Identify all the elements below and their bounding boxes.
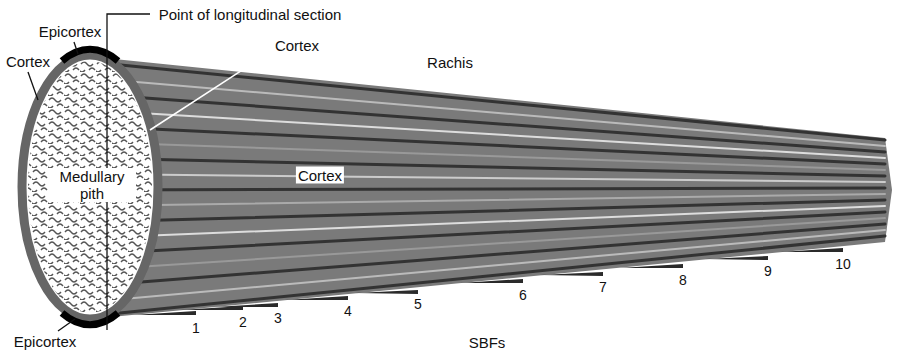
part-label: SBFs (467, 334, 508, 351)
sbf-sliver (355, 290, 418, 294)
callout-number: 1 (190, 320, 202, 337)
part-label: Epicortex (37, 23, 104, 40)
sbf-sliver (215, 303, 278, 307)
cortex-striation (90, 236, 885, 316)
callout-number: 3 (272, 310, 284, 327)
callout-number: 7 (597, 279, 609, 296)
part-label: Medullary pith (48, 168, 136, 202)
callout-number: 8 (677, 272, 689, 289)
epicortex-patch (62, 49, 118, 61)
cortex-striation (90, 62, 885, 140)
callout-number: 5 (412, 296, 424, 313)
sbf-sliver (705, 256, 768, 260)
part-label: Cortex (273, 37, 321, 54)
cortex-striation (90, 174, 885, 182)
leader-line (150, 52, 270, 130)
sbf-sliver (780, 248, 843, 252)
cortex-ring (22, 55, 158, 319)
callout-number: 4 (342, 303, 354, 320)
sbf-sliver (460, 279, 523, 283)
leader-line (492, 284, 515, 332)
cortex-striation (90, 78, 885, 146)
cortex-striation (90, 230, 885, 302)
medullary-pith (28, 61, 152, 313)
leader-line (28, 72, 38, 100)
rachis-body (75, 55, 892, 320)
part-label: Epicortex (12, 333, 79, 350)
callout-number: 10 (833, 256, 853, 273)
leader-line (74, 42, 78, 54)
sbf-sliver (285, 296, 348, 300)
cortex-striation (90, 110, 885, 158)
callout-number: 9 (762, 263, 774, 280)
callout-number: 2 (237, 314, 249, 331)
cortex-striation (90, 126, 885, 164)
leader-line (58, 319, 75, 331)
part-label: Cortex (4, 53, 52, 70)
callout-number: 6 (517, 287, 529, 304)
cortex-striation (90, 188, 885, 190)
sbf-sliver (620, 264, 683, 268)
sbf-sliver (540, 272, 603, 276)
cortex-striation (90, 158, 885, 176)
part-label: Rachis (425, 54, 475, 71)
cortex-striation (90, 94, 885, 152)
part-label: Point of longitudinal section (157, 6, 344, 23)
part-label: Cortex (296, 167, 344, 184)
leader-line (466, 287, 480, 332)
sbf-sliver (133, 311, 196, 315)
cortex-striation (90, 218, 885, 270)
